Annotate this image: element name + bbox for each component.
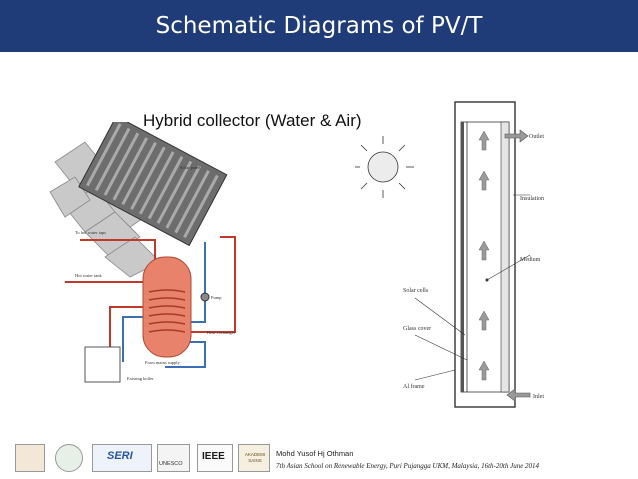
solar-water-heating-diagram: Solar panel To hot water taps Hot water …	[49, 122, 236, 383]
label-al-frame: Al frame	[403, 383, 425, 390]
solar-cells-strip	[461, 122, 464, 392]
label-hot-water-tank: Hot water tank	[75, 273, 102, 278]
label-glass-cover: Glass cover	[403, 326, 431, 332]
title-banner	[0, 0, 638, 52]
pump-icon	[200, 292, 210, 302]
page-title: Schematic Diagrams of PV/T	[155, 13, 483, 39]
outlet-arrow	[504, 129, 529, 143]
label-medium: Medium	[520, 257, 541, 263]
leader-lines	[414, 194, 531, 381]
hot-water-tank	[142, 256, 192, 358]
label-inlet: Inlet	[533, 394, 544, 400]
label-outlet: Outlet	[529, 134, 544, 140]
flow-arrows	[478, 130, 490, 381]
diagram-subtitle: Hybrid collector (Water & Air)	[143, 111, 362, 130]
logo-ieee: IEEE	[197, 444, 233, 472]
medium-marker	[485, 278, 489, 282]
footer-conference: 7th Asian School on Renewable Energy, Pu…	[276, 462, 540, 470]
inlet-arrow	[506, 388, 531, 402]
cold-pipes	[122, 242, 206, 368]
logo-unesco-text: UNESCO	[159, 461, 183, 467]
logo-unesco: UNESCO	[157, 444, 190, 472]
label-to-hot-water-taps: To hot water taps	[75, 230, 106, 235]
pvt-cross-section-diagram: Outlet Insulation Medium Solar cells Gla…	[355, 101, 544, 408]
logo-seri-text: SERI	[107, 450, 133, 462]
footer-author: Mohd Yusof Hj Othman	[276, 449, 354, 458]
label-pump: Pump	[211, 295, 222, 300]
existing-boiler	[84, 346, 121, 383]
label-existing-boiler: Existing boiler	[127, 376, 154, 381]
logo-akademi-sains-text: AKADEMI SAINS	[244, 452, 266, 463]
sun-icon	[355, 136, 414, 198]
logo-ieee-text: IEEE	[202, 451, 225, 462]
label-insulation: Insulation	[520, 196, 544, 202]
insulation-strip	[500, 121, 510, 393]
label-solar-panel: Solar panel	[180, 165, 201, 170]
label-solar-cells: Solar cells	[403, 288, 429, 294]
logo-seri: SERI	[92, 444, 152, 472]
label-heat-exchanger: Heat exchanger	[207, 330, 236, 335]
solar-panel	[78, 122, 228, 247]
logo-ukm	[15, 444, 45, 472]
logo-seal	[55, 444, 83, 472]
logo-akademi-sains: AKADEMI SAINS	[238, 444, 270, 472]
label-from-mains-supply: From mains supply	[145, 360, 181, 365]
